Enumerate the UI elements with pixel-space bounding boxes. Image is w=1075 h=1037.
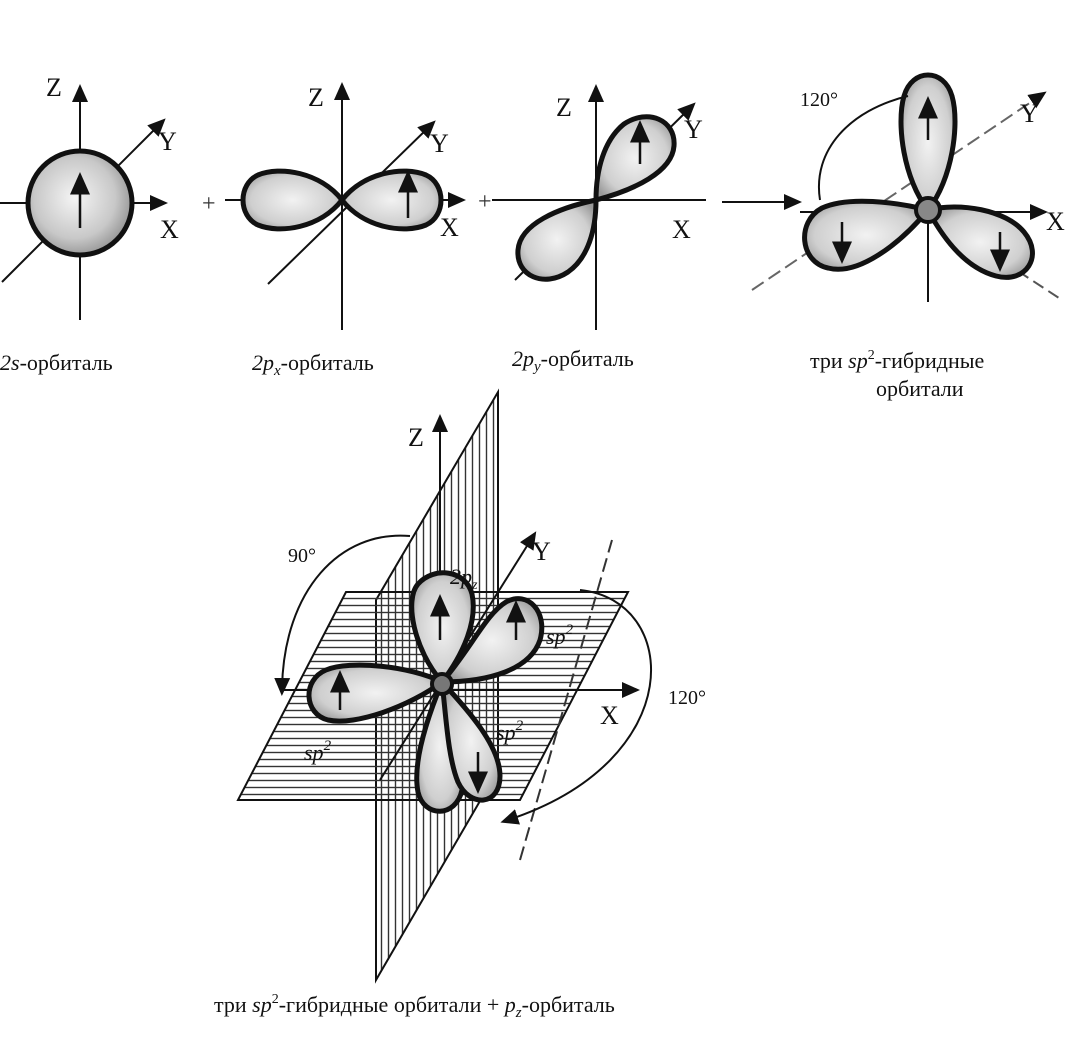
y-axis-label: Y	[430, 129, 449, 158]
x-axis-label: X	[440, 213, 459, 242]
sp2-lobe-lower-right	[438, 674, 503, 803]
plus-sign: +	[202, 191, 216, 217]
py-orbital-panel: Z Y X 2py-орбиталь	[492, 84, 706, 375]
sp2-axis-dashed	[519, 539, 613, 861]
x-axis-label: X	[1046, 207, 1065, 236]
s-orbital-panel: Z Y X 2s-орбиталь	[0, 73, 179, 375]
y-axis-label: Y	[1020, 99, 1039, 128]
hybrid-caption-line1: три sp2-гибридные	[810, 348, 984, 373]
sp2-label-right: sp2	[546, 622, 574, 649]
sp2-label-left: sp2	[304, 738, 332, 765]
angle-120-label: 120°	[800, 89, 838, 111]
x-axis-label: X	[672, 215, 691, 244]
pz-lobe-upper	[409, 570, 476, 686]
nucleus-core	[430, 672, 454, 696]
y-axis-label: Y	[158, 127, 177, 156]
sp2-lobe-left	[802, 198, 933, 272]
angle-arc	[817, 95, 909, 201]
angle-arc-120	[500, 589, 652, 825]
x-axis-label: X	[600, 701, 619, 730]
z-axis-label: Z	[556, 93, 572, 122]
sp2-plus-pz-panel: Z Y X 90° 120° 2pz sp2 sp2 sp2 три sp2-г…	[214, 388, 706, 1021]
px-orbital-caption: 2px-орбиталь	[252, 350, 374, 379]
py-lobe-upper	[593, 114, 677, 204]
hybrid-caption-line2: орбитали	[876, 376, 964, 401]
z-axis-label: Z	[308, 83, 324, 112]
plus-sign: +	[478, 189, 492, 215]
sp2-lobe-top	[898, 72, 958, 215]
sp2-label-middle: sp2	[496, 718, 524, 745]
z-axis-label: Z	[408, 423, 424, 452]
z-axis-label: Z	[46, 73, 62, 102]
nucleus-core	[914, 196, 942, 224]
sp2-lobe-right	[924, 204, 1035, 280]
y-axis-label: Y	[684, 115, 703, 144]
angle-arc-90	[274, 534, 411, 696]
s-orbital-caption: 2s-орбиталь	[0, 350, 113, 375]
px-lobe-left	[240, 168, 346, 232]
pz-label: 2pz	[450, 564, 478, 593]
y-axis-label: Y	[532, 537, 551, 566]
py-lobe-lower	[515, 196, 599, 282]
angle-120-label: 120°	[668, 687, 706, 709]
bottom-caption: три sp2-гибридные орбитали + pz-орбиталь	[214, 992, 615, 1021]
y-axis	[751, 91, 1047, 291]
px-lobe-right	[338, 168, 444, 232]
px-orbital-panel: Z Y X 2px-орбиталь	[225, 82, 466, 379]
x-axis-label: X	[160, 215, 179, 244]
angle-90-label: 90°	[288, 545, 316, 567]
py-orbital-caption: 2py-орбиталь	[512, 346, 634, 375]
sp2-hybrid-panel: 120° Y X три sp2-гибридные орбитали	[751, 72, 1065, 401]
